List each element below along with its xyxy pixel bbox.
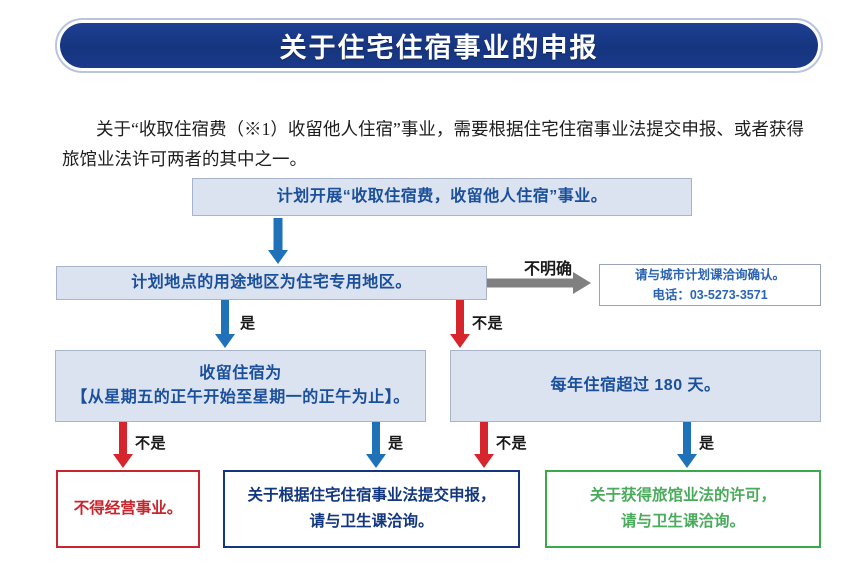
- edge-label-zone-unclear: 不明确: [524, 261, 573, 278]
- result-forbidden-label: 不得经营事业。: [73, 500, 183, 517]
- edge-label-zone-yes: 是: [240, 315, 256, 332]
- intro-paragraph: 关于“收取住宿费（※1）收留他人住宿”事业，需要根据住宅住宿事业法提交申报、或者…: [62, 114, 804, 174]
- city-plan-note-line1: 请与城市计划课洽询确认。: [634, 268, 785, 282]
- city-plan-note-line2: 电话：03-5273-3571: [652, 288, 768, 302]
- flow-node-start-label: 计划开展“收取住宿费，收留他人住宿”事业。: [276, 188, 608, 205]
- flow-node-period-line1: 收留住宿为: [199, 365, 282, 382]
- arrow-shaft: [221, 300, 229, 336]
- arrow-head: [573, 272, 591, 294]
- edge-label-days-yes: 是: [699, 435, 715, 452]
- arrow-head: [474, 454, 494, 468]
- arrow-shaft: [480, 422, 488, 456]
- flow-node-city-plan-note: 请与城市计划课洽询确认。 电话：03-5273-3571: [599, 264, 821, 306]
- result-license-line2: 请与卫生课洽询。: [620, 513, 745, 530]
- flow-node-result-forbidden: 不得经营事业。: [56, 470, 200, 548]
- result-license-line1: 关于获得旅馆业法的许可，: [589, 487, 776, 504]
- flow-node-zone-decision: 计划地点的用途地区为住宅专用地区。: [56, 266, 487, 300]
- result-notify-line1: 关于根据住宅住宿事业法提交申报，: [247, 487, 496, 504]
- result-notify-line2: 请与卫生课洽询。: [309, 513, 434, 530]
- arrow-shaft: [456, 300, 464, 336]
- arrow-head: [113, 454, 133, 468]
- arrow-zone-to-note: [487, 272, 595, 294]
- intro-paragraph-text: 关于“收取住宿费（※1）收留他人住宿”事业，需要根据住宅住宿事业法提交申报、或者…: [62, 118, 804, 169]
- arrow-head: [677, 454, 697, 468]
- page-title-banner: 关于住宅住宿事业的申报: [55, 18, 823, 73]
- flow-node-period-line2: 【从星期五的正午开始至星期一的正午为止】。: [71, 389, 410, 406]
- flow-node-result-notify: 关于根据住宅住宿事业法提交申报， 请与卫生课洽询。: [223, 470, 520, 548]
- arrow-shaft: [119, 422, 127, 456]
- arrow-shaft: [683, 422, 691, 456]
- arrow-shaft: [372, 422, 380, 456]
- edge-label-period-no: 不是: [135, 435, 167, 452]
- page-title: 关于住宅住宿事业的申报: [279, 33, 599, 63]
- flow-node-zone-decision-label: 计划地点的用途地区为住宅专用地区。: [131, 274, 412, 291]
- flow-node-start: 计划开展“收取住宿费，收留他人住宿”事业。: [192, 178, 692, 216]
- flow-node-period-decision: 收留住宿为 【从星期五的正午开始至星期一的正午为止】。: [55, 350, 426, 422]
- page-title-banner-inner: 关于住宅住宿事业的申报: [60, 23, 818, 68]
- arrow-head: [215, 334, 235, 348]
- edge-label-period-yes: 是: [388, 435, 404, 452]
- arrow-head: [450, 334, 470, 348]
- arrow-head: [366, 454, 386, 468]
- arrow-shaft: [487, 278, 579, 288]
- flow-node-result-license: 关于获得旅馆业法的许可， 请与卫生课洽询。: [545, 470, 821, 548]
- edge-label-zone-no: 不是: [472, 315, 504, 332]
- flow-node-days-decision: 每年住宿超过 180 天。: [450, 350, 821, 422]
- edge-label-days-no: 不是: [496, 435, 528, 452]
- flow-node-days-label: 每年住宿超过 180 天。: [550, 377, 721, 394]
- arrow-head: [268, 250, 288, 264]
- arrow-shaft: [273, 218, 283, 252]
